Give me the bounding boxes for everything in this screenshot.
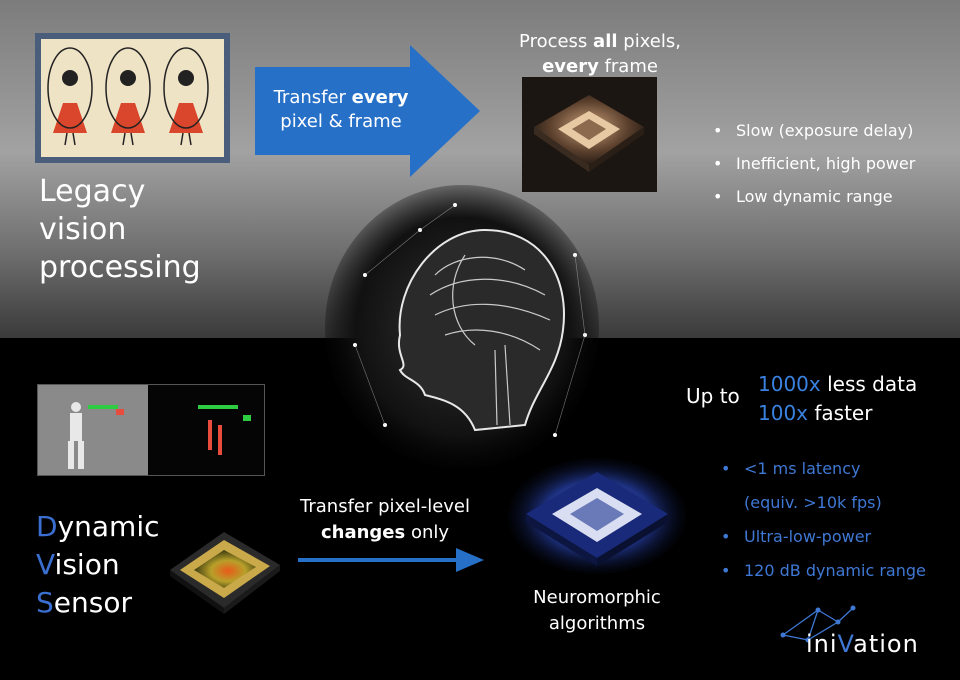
dvs-sensor-chip-image (170, 532, 280, 614)
neural-head-image (325, 185, 599, 469)
transfer-changes-label: Transfer pixel-level changes only (300, 496, 470, 543)
dvs-advantages: 1000x less data 100x faster (758, 372, 918, 425)
process-all-label: Process all pixels, every frame (519, 31, 681, 77)
logo-wordmark: iniVation (806, 630, 919, 658)
legacy-illustration-image (35, 33, 230, 163)
inivation-logo: iniVation (778, 600, 943, 665)
upto-label: Up to (686, 384, 740, 408)
transfer-every-label: Transfer every pixel & frame (273, 87, 409, 132)
list-item: Inefficient, high power (710, 147, 915, 180)
neuromorphic-label: Neuromorphic algorithms (533, 587, 661, 634)
list-item: (equiv. >10k fps) (744, 493, 882, 512)
logo-network-icon (780, 605, 856, 643)
neuromorphic-chip-image (508, 458, 686, 574)
list-item: 120 dB dynamic range (718, 554, 926, 588)
dvs-title: Dynamic Vision Sensor (36, 510, 160, 619)
transfer-arrow-shape (255, 45, 480, 177)
cpu-chip-image (522, 77, 657, 192)
list-item: Slow (exposure delay) (710, 114, 915, 147)
legacy-drawbacks-list: Slow (exposure delay) Inefficient, high … (710, 114, 915, 213)
list-item: Low dynamic range (710, 180, 915, 213)
legacy-title: Legacy vision processing (39, 174, 201, 285)
dvs-event-comparison-image (37, 384, 265, 476)
transfer-changes-arrow-shape (298, 548, 484, 572)
dvs-benefits-list: <1 ms latency (equiv. >10k fps) Ultra-lo… (718, 452, 926, 588)
list-item: <1 ms latency (718, 452, 926, 486)
list-item: Ultra-low-power (718, 520, 926, 554)
